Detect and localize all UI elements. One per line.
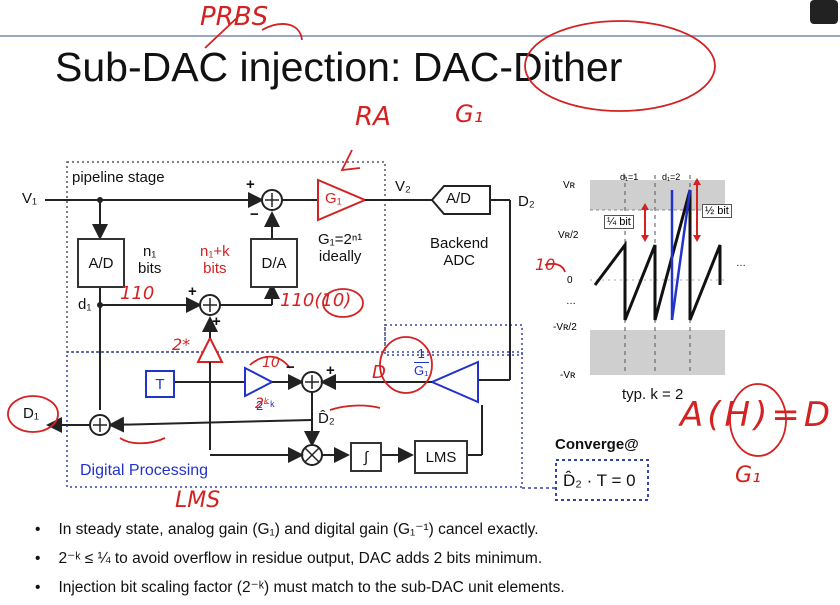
hw-ten: 10	[535, 255, 556, 274]
minus-sign-top: −	[250, 206, 259, 223]
g1-amplifier	[317, 178, 368, 222]
plus-sign-top: +	[246, 176, 255, 193]
injection-scale-triangle	[196, 335, 224, 363]
d1-1-label: d₁=1	[620, 172, 639, 182]
hw-110-10: 110(10)	[280, 290, 352, 311]
vr2-label: Vʀ/2	[558, 230, 579, 241]
bullet-item: •Injection bit scaling factor (2⁻ᵏ) must…	[35, 579, 565, 596]
d1-2-label: d₁=2	[662, 172, 681, 182]
plus-sign-mid2: +	[212, 313, 221, 330]
d1-output-label: D₁	[23, 405, 39, 422]
converge-equation: D̂₂ · T = 0	[563, 471, 636, 490]
hw-lms: LMS	[175, 488, 221, 513]
v1-label: V₁	[22, 190, 38, 207]
window-control-icon[interactable]	[810, 0, 838, 24]
plus-sign-digital: +	[326, 362, 335, 379]
bullet-list: •In steady state, analog gain (G₁) and d…	[35, 515, 565, 602]
integrator-block: ∫	[350, 442, 382, 472]
converge-label: Converge@	[555, 436, 639, 453]
backend-adc-shape-label: A/D	[446, 190, 472, 207]
g1-amp-label: G₁	[325, 190, 342, 207]
hw-ahd: A(H)=D	[680, 395, 835, 435]
hw-110: 110	[120, 283, 155, 304]
zero-label: 0	[567, 275, 573, 286]
digital-processing-label: Digital Processing	[80, 462, 209, 479]
inverse-g1-block	[429, 360, 479, 404]
plus-sign-mid: +	[188, 283, 197, 300]
d2-hat-label: D̂₂	[318, 410, 335, 427]
vr-label: Vʀ	[563, 180, 576, 191]
bullet-item: •In steady state, analog gain (G₁) and d…	[35, 521, 539, 538]
bullet-item: •2⁻ᵏ ≤ ¼ to avoid overflow in residue ou…	[35, 550, 543, 567]
minus-sign-digital: −	[286, 359, 295, 376]
hw-2k-b: 2ᵏ	[255, 396, 270, 412]
quarter-bit-label: ¼ bit	[604, 215, 634, 229]
hw-g1-bottom: G₁	[735, 463, 761, 488]
pipeline-stage-label: pipeline stage	[72, 169, 165, 186]
hw-ra: RA	[355, 102, 391, 132]
title-rule	[0, 35, 840, 37]
digital-scale-triangle	[244, 366, 275, 398]
v2-label: V₂	[395, 178, 411, 195]
pipeline-stage-box	[66, 161, 386, 353]
d2-label: D₂	[518, 193, 535, 210]
hw-g1: G₁	[455, 100, 484, 128]
hw-ten-b: 10	[262, 355, 280, 371]
typ-k-label: typ. k = 2	[622, 386, 684, 403]
hw-prbs: PRBS	[200, 2, 269, 32]
ellipsis-left: …	[566, 296, 576, 307]
adc-block: A/D	[77, 238, 125, 288]
hw-d: D	[372, 362, 386, 383]
dac-block: D/A	[250, 238, 298, 288]
neg-vr2-label: -Vʀ/2	[553, 322, 577, 333]
ellipsis-right: …	[736, 258, 746, 269]
hw-2k: 2*	[172, 335, 191, 354]
two-k-label: 2⁻ᵏ	[256, 398, 275, 413]
neg-vr-label: -Vʀ	[560, 370, 576, 381]
d1-label: d₁	[78, 296, 92, 313]
handwriting-annotations	[7, 14, 787, 457]
test-signal-block: T	[145, 370, 175, 398]
lms-block: LMS	[414, 440, 468, 474]
half-bit-label: ½ bit	[702, 204, 732, 218]
slide-title: Sub-DAC injection: DAC-Dither	[55, 44, 623, 90]
